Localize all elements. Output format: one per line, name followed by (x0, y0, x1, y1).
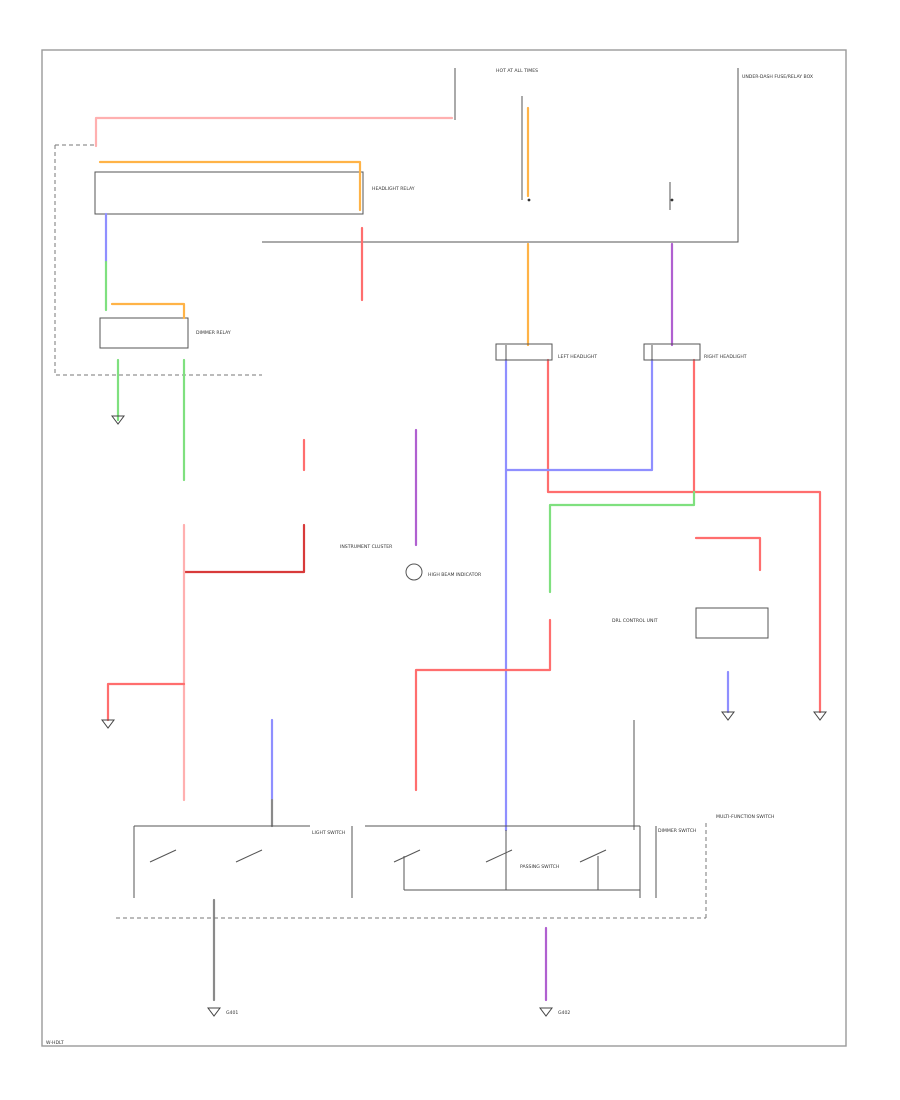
multifunction-switch-label: MULTI-FUNCTION SWITCH (716, 814, 774, 820)
high-beam-indicator-label: HIGH BEAM INDICATOR (428, 572, 482, 578)
left-headlight-label: LEFT HEADLIGHT (558, 354, 597, 360)
fuse-box: HOT AT ALL TIMES UNDER-DASH FUSE/RELAY B… (262, 68, 813, 243)
right-headlight-label: RIGHT HEADLIGHT (704, 354, 747, 360)
wires (94, 106, 822, 1002)
fuse-box-title: HOT AT ALL TIMES (496, 68, 538, 74)
right-headlight-body (643, 343, 701, 361)
headlight-relay-label: HEADLIGHT RELAY (372, 186, 415, 192)
thin-lines (116, 345, 707, 919)
instrument-cluster: INSTRUMENT CLUSTER HIGH BEAM INDICATOR (340, 544, 482, 581)
wire-green-drl (548, 490, 696, 594)
headlight-relay-box (94, 171, 364, 215)
wire-pink-top (94, 116, 454, 148)
wire-red-left-hl-high (546, 358, 822, 714)
left-headlight-body (495, 343, 553, 361)
passing-switch-label: PASSING SWITCH (520, 864, 559, 870)
light-switch-label: LIGHT SWITCH (312, 830, 345, 836)
wire-blue-right-hl-low (504, 358, 654, 472)
relay-block: HEADLIGHT RELAY DIMMER RELAY (54, 144, 415, 376)
drl-unit: DRL CONTROL UNIT (612, 607, 769, 639)
switches: LIGHT SWITCH MULTI-FUNCTION SWITCH DIMME… (149, 814, 774, 870)
dimmer-switch-label: DIMMER SWITCH (658, 828, 696, 834)
wire-red-branch (106, 682, 186, 722)
wire-red-drl (694, 536, 762, 572)
dimmer-relay-box (99, 317, 189, 349)
wire-red-drl-high (414, 618, 552, 792)
footer-code: W-HDLT (46, 1040, 64, 1046)
ground-right-label: G402 (558, 1010, 570, 1016)
drl-control-box (695, 607, 769, 639)
high-beam-indicator-bulb (405, 563, 423, 581)
fuse-box-note: UNDER-DASH FUSE/RELAY BOX (742, 74, 813, 80)
grounds: G401 G402 (101, 415, 827, 1017)
ground-left-label: G401 (226, 1010, 238, 1016)
diagram-frame (41, 49, 847, 1047)
drl-control-label: DRL CONTROL UNIT (612, 618, 658, 624)
dimmer-relay-label: DIMMER RELAY (196, 330, 231, 336)
wire-orange-dimmer (110, 302, 186, 320)
instrument-cluster-label: INSTRUMENT CLUSTER (340, 544, 393, 550)
headlights: LEFT HEADLIGHT RIGHT HEADLIGHT (495, 343, 747, 361)
wire-dark-red-junction (182, 523, 306, 574)
wire-orange-relay (98, 160, 362, 212)
